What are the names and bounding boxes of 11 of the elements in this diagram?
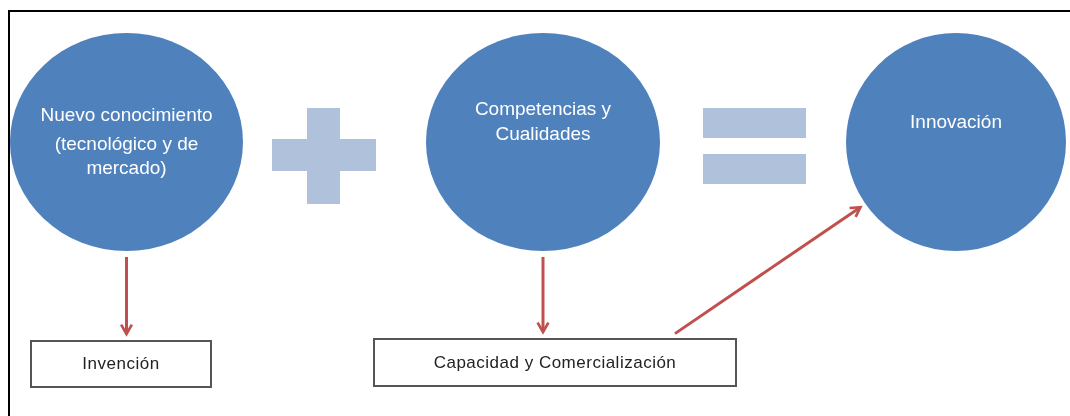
circle-text: Innovación (910, 109, 1002, 134)
circle-text: (tecnológico y de mercado) (53, 131, 200, 181)
outcome-box (30, 340, 212, 388)
circle-text: Nuevo conocimiento (40, 102, 213, 127)
arrow (119, 257, 134, 336)
outcome-box (373, 338, 737, 387)
box-text: Invención (82, 353, 160, 376)
circle-text: Competencias y Cualidades (473, 97, 613, 146)
arrow (536, 257, 550, 334)
box-text: Capacidad y Comercialización (433, 351, 677, 374)
arrow (674, 205, 862, 335)
